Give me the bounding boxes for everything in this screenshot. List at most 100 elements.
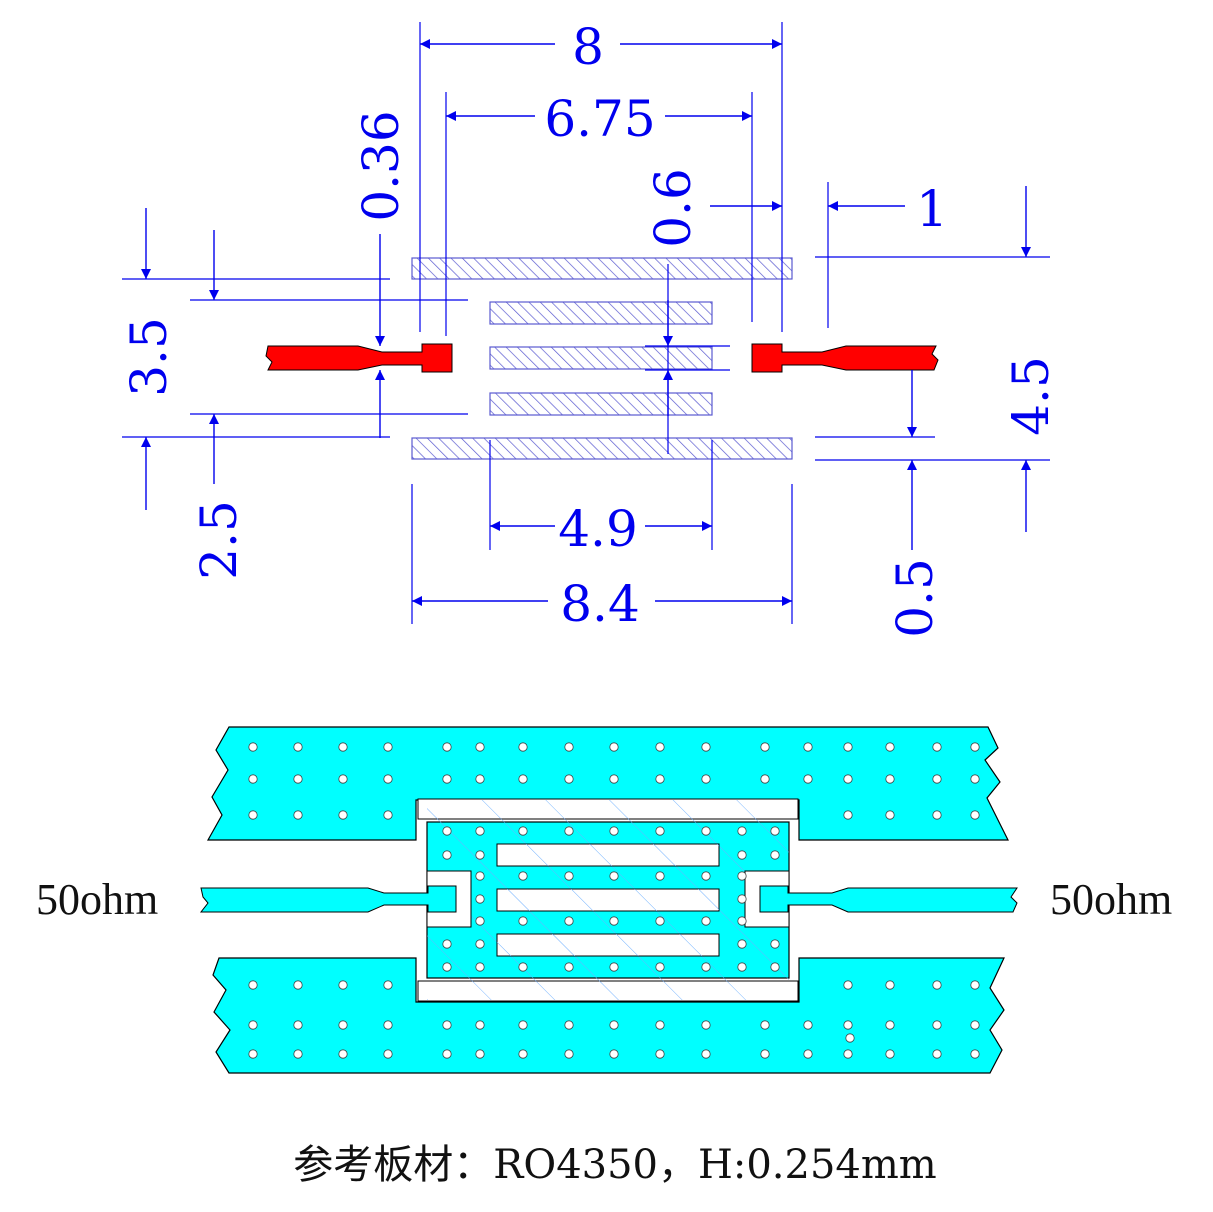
- via-hole: [655, 826, 665, 836]
- dim-label-0-5: 0.5: [886, 558, 944, 638]
- via-hole: [518, 871, 528, 881]
- via-hole: [293, 980, 303, 990]
- right-port-label: 50ohm: [1050, 875, 1172, 924]
- via-hole: [293, 774, 303, 784]
- left-feed-pad: [265, 343, 453, 373]
- via-hole: [655, 1049, 665, 1059]
- via-hole: [338, 774, 348, 784]
- dim-label-4-9: 4.9: [558, 500, 638, 558]
- right-microstrip: [759, 885, 1018, 913]
- left-microstrip: [199, 885, 457, 913]
- via-hole: [383, 980, 393, 990]
- dim-label-0-6: 0.6: [644, 168, 702, 248]
- dimensioned-layout: 8 6.75 0.36 0.6 1 3.5 2.5 4.5 0.5 4.9 8.…: [120, 18, 1060, 638]
- via-hole: [737, 894, 747, 904]
- via-hole: [248, 810, 258, 820]
- via-hole: [383, 1020, 393, 1030]
- via-hole: [609, 774, 619, 784]
- via-hole: [293, 742, 303, 752]
- via-hole: [760, 774, 770, 784]
- via-hole: [475, 742, 485, 752]
- via-hole: [655, 871, 665, 881]
- via-hole: [770, 962, 780, 972]
- via-hole: [475, 1020, 485, 1030]
- via-hole: [932, 1049, 942, 1059]
- via-hole: [737, 962, 747, 972]
- via-hole: [564, 774, 574, 784]
- via-hole: [843, 810, 853, 820]
- via-hole: [475, 962, 485, 972]
- via-hole: [475, 894, 485, 904]
- via-hole: [701, 1020, 711, 1030]
- substrate-caption: 参考板材：RO4350，H:0.254mm: [293, 1142, 936, 1188]
- bottom-ground-plane: [212, 957, 1005, 1074]
- via-hole: [383, 810, 393, 820]
- top-ground-plane: [206, 726, 1009, 841]
- via-hole: [970, 810, 980, 820]
- via-hole: [442, 774, 452, 784]
- via-hole: [564, 962, 574, 972]
- via-hole: [701, 826, 711, 836]
- resonator-top-bar: [411, 257, 793, 280]
- via-hole: [564, 1020, 574, 1030]
- via-hole: [701, 742, 711, 752]
- via-hole: [655, 962, 665, 972]
- left-port-label: 50ohm: [36, 875, 158, 924]
- right-feed-pad: [751, 343, 939, 373]
- resonator-bar-2: [489, 346, 713, 370]
- via-hole: [338, 810, 348, 820]
- via-hole: [609, 742, 619, 752]
- via-hole: [442, 1049, 452, 1059]
- via-hole: [293, 810, 303, 820]
- via-hole: [932, 810, 942, 820]
- via-hole: [701, 962, 711, 972]
- via-hole: [564, 1049, 574, 1059]
- via-hole: [760, 742, 770, 752]
- via-hole: [701, 774, 711, 784]
- via-hole: [803, 1049, 813, 1059]
- via-hole: [518, 1049, 528, 1059]
- via-hole: [564, 916, 574, 926]
- pcb-layout: 50ohm 50ohm: [36, 726, 1172, 1074]
- via-hole: [338, 980, 348, 990]
- via-hole: [803, 742, 813, 752]
- via-hole: [932, 774, 942, 784]
- via-hole: [564, 826, 574, 836]
- via-hole: [518, 1020, 528, 1030]
- resonator-bar-3: [489, 392, 713, 416]
- via-hole: [442, 962, 452, 972]
- dim-label-2-5: 2.5: [190, 500, 248, 580]
- via-hole: [248, 774, 258, 784]
- via-hole: [845, 1033, 855, 1043]
- via-hole: [475, 1049, 485, 1059]
- extension-lines: [122, 22, 1050, 624]
- via-hole: [970, 980, 980, 990]
- via-hole: [518, 742, 528, 752]
- via-hole: [383, 1049, 393, 1059]
- via-hole: [609, 1020, 619, 1030]
- pcb-bar-3-hatch: [497, 934, 719, 956]
- dim-label-8: 8: [572, 18, 604, 76]
- via-hole: [932, 1020, 942, 1030]
- via-hole: [248, 1020, 258, 1030]
- via-hole: [338, 742, 348, 752]
- via-hole: [970, 742, 980, 752]
- via-hole: [760, 1020, 770, 1030]
- via-hole: [475, 774, 485, 784]
- via-hole: [932, 742, 942, 752]
- via-hole: [843, 774, 853, 784]
- dim-label-0-36: 0.36: [352, 110, 410, 221]
- via-hole: [885, 980, 895, 990]
- via-hole: [442, 826, 452, 836]
- via-hole: [609, 962, 619, 972]
- via-hole: [475, 850, 485, 860]
- via-hole: [248, 742, 258, 752]
- via-hole: [518, 774, 528, 784]
- via-holes: [248, 742, 980, 1059]
- via-hole: [609, 916, 619, 926]
- via-hole: [338, 1049, 348, 1059]
- dim-label-1: 1: [916, 180, 948, 238]
- via-hole: [885, 774, 895, 784]
- via-hole: [760, 1049, 770, 1059]
